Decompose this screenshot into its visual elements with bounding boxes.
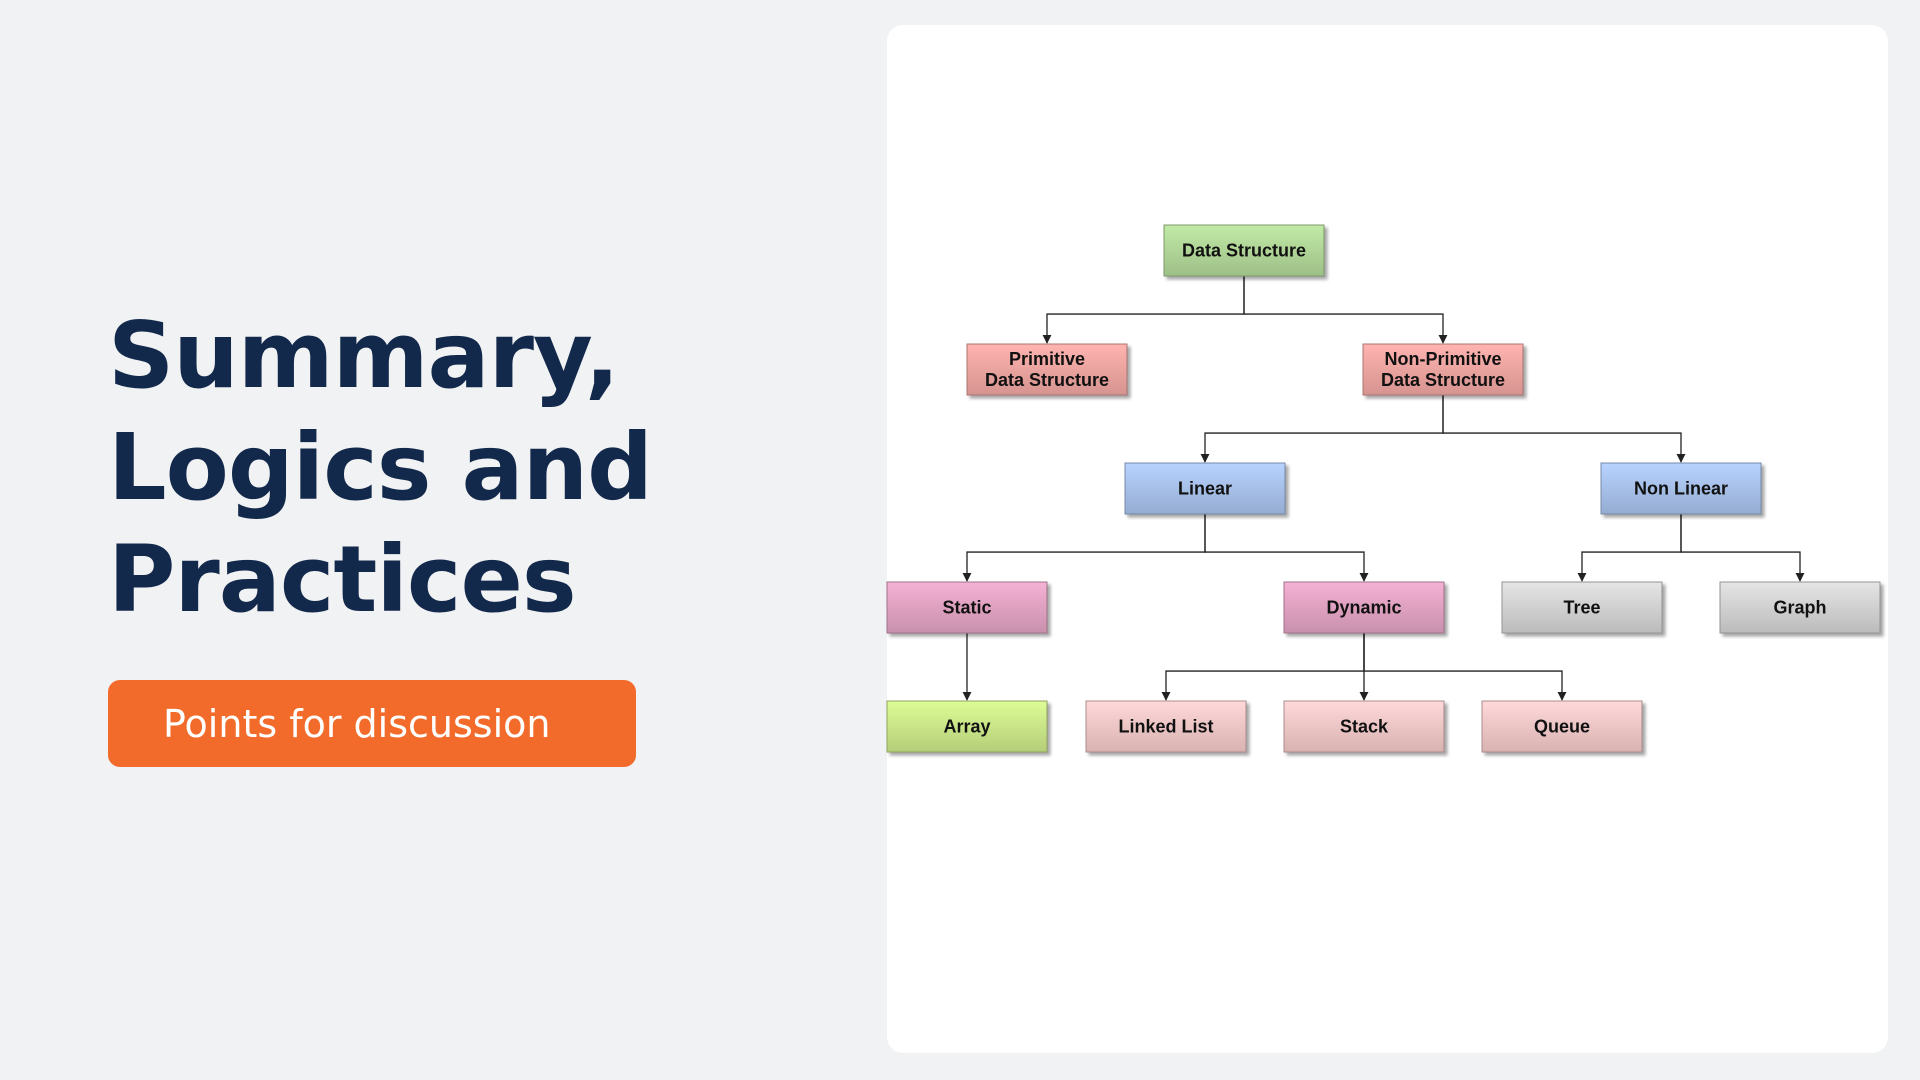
title-line-3: Practices <box>108 526 577 633</box>
edge-linear-to-static <box>962 514 1206 582</box>
edge-data-structure-to-non-primitive <box>1243 276 1448 344</box>
node-stack: Stack <box>1283 700 1445 753</box>
node-box <box>1719 581 1881 634</box>
node-box <box>1124 462 1286 515</box>
node-box <box>1283 700 1445 753</box>
node-label: Array <box>943 717 990 737</box>
edge-non-primitive-to-linear <box>1200 395 1444 463</box>
node-box <box>966 343 1128 396</box>
node-box <box>886 700 1048 753</box>
node-label: Linked List <box>1118 717 1213 737</box>
node-label: Graph <box>1773 598 1826 618</box>
edge-data-structure-to-primitive <box>1042 276 1245 344</box>
node-label: Queue <box>1534 717 1590 737</box>
node-box <box>1283 581 1445 634</box>
node-box <box>1481 700 1643 753</box>
node-label: Data Structure <box>985 370 1109 390</box>
title-line-2: Logics and <box>108 414 653 521</box>
node-label: Data Structure <box>1381 370 1505 390</box>
node-tree: Tree <box>1501 581 1663 634</box>
node-static: Static <box>886 581 1048 634</box>
node-label: Data Structure <box>1182 241 1306 261</box>
node-box <box>1163 224 1325 277</box>
node-label: Tree <box>1563 598 1600 618</box>
node-label: Linear <box>1178 479 1232 499</box>
node-label: Stack <box>1340 717 1389 737</box>
node-label: Dynamic <box>1326 598 1401 618</box>
edge-non-linear-to-tree <box>1577 514 1682 582</box>
node-label: Static <box>942 598 991 618</box>
edge-linear-to-dynamic <box>1204 514 1369 582</box>
diagram-panel <box>887 25 1888 1053</box>
edge-non-primitive-to-non-linear <box>1442 395 1686 463</box>
node-linear: Linear <box>1124 462 1286 515</box>
node-dynamic: Dynamic <box>1283 581 1445 634</box>
node-box <box>1600 462 1762 515</box>
title-line-1: Summary, <box>108 302 620 409</box>
page-title: Summary, Logics and Practices <box>108 300 828 636</box>
node-box <box>1362 343 1524 396</box>
node-box <box>1501 581 1663 634</box>
node-non-linear: Non Linear <box>1600 462 1762 515</box>
node-box <box>1085 700 1247 753</box>
node-data-structure: Data Structure <box>1163 224 1325 277</box>
points-for-discussion-button[interactable]: Points for discussion <box>108 680 636 767</box>
edge-dynamic-to-queue <box>1363 633 1567 701</box>
node-box <box>886 581 1048 634</box>
node-label: Non Linear <box>1634 479 1728 499</box>
node-linked-list: Linked List <box>1085 700 1247 753</box>
points-for-discussion-label: Points for discussion <box>163 701 551 746</box>
node-queue: Queue <box>1481 700 1643 753</box>
node-array: Array <box>886 700 1048 753</box>
edge-non-linear-to-graph <box>1680 514 1805 582</box>
edge-dynamic-to-linked-list <box>1161 633 1365 701</box>
node-label: Non-Primitive <box>1384 349 1501 369</box>
node-graph: Graph <box>1719 581 1881 634</box>
node-label: Primitive <box>1009 349 1085 369</box>
